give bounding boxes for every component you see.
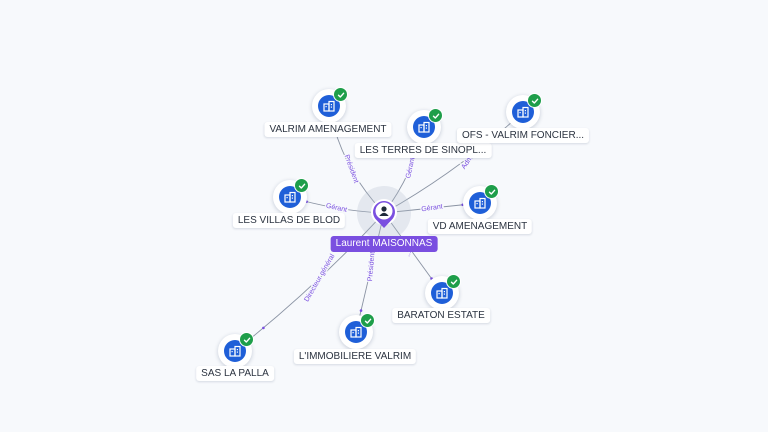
company-node-valrim-amenagement[interactable] — [312, 87, 348, 123]
company-label-sas-la-palla[interactable]: SAS LA PALLA — [196, 366, 274, 381]
check-icon — [527, 93, 542, 108]
company-node-les-terres-de-sinopl[interactable] — [407, 108, 443, 144]
company-label-les-villas-de-blod[interactable]: LES VILLAS DE BLOD — [232, 213, 346, 228]
company-node-les-villas-de-blod[interactable] — [273, 178, 309, 214]
check-icon — [446, 274, 461, 289]
edge-role-label: Directeur général — [303, 253, 336, 303]
company-node-limmobiliere-valrim[interactable] — [339, 313, 375, 349]
edge-arrow-marker — [262, 326, 265, 330]
check-icon — [360, 313, 375, 328]
company-label-vd-amenagement[interactable]: VD AMENAGEMENT — [427, 219, 533, 234]
building-icon — [279, 186, 301, 208]
person-icon — [370, 199, 397, 228]
check-icon — [294, 178, 309, 193]
check-icon — [484, 184, 499, 199]
check-icon — [333, 87, 348, 102]
building-icon — [512, 101, 534, 123]
company-label-ofs-valrim-foncier[interactable]: OFS - VALRIM FONCIER... — [456, 128, 590, 143]
company-node-baraton-estate[interactable] — [425, 274, 461, 310]
edge-role-label: Président — [343, 154, 360, 184]
edge-role-label: Gérant — [405, 157, 416, 179]
center-person-node[interactable] — [368, 197, 400, 229]
company-label-baraton-estate[interactable]: BARATON ESTATE — [392, 308, 490, 323]
building-icon — [469, 192, 491, 214]
company-label-limmobiliere-valrim[interactable]: L'IMMOBILIERE VALRIM — [293, 349, 417, 364]
company-label-valrim-amenagement[interactable]: VALRIM AMENAGEMENT — [264, 122, 392, 137]
edge-ofs-valrim-foncier — [383, 111, 524, 214]
check-icon — [239, 332, 254, 347]
building-icon — [431, 282, 453, 304]
edge-role-label: Président — [367, 251, 377, 281]
center-person-label[interactable]: Laurent MAISONNAS — [330, 236, 438, 252]
edge-arrow-marker — [359, 309, 363, 312]
building-icon — [318, 95, 340, 117]
building-icon — [224, 340, 246, 362]
company-label-les-terres-de-sinopl[interactable]: LES TERRES DE SINOPL... — [354, 143, 492, 158]
building-icon — [413, 116, 435, 138]
company-node-vd-amenagement[interactable] — [463, 184, 499, 220]
edge-sas-la-palla — [234, 212, 385, 352]
building-icon — [345, 321, 367, 343]
edge-role-label: Gérant — [421, 203, 443, 213]
check-icon — [428, 108, 443, 123]
company-node-sas-la-palla[interactable] — [218, 332, 254, 368]
company-node-ofs-valrim-foncier[interactable] — [506, 93, 542, 129]
